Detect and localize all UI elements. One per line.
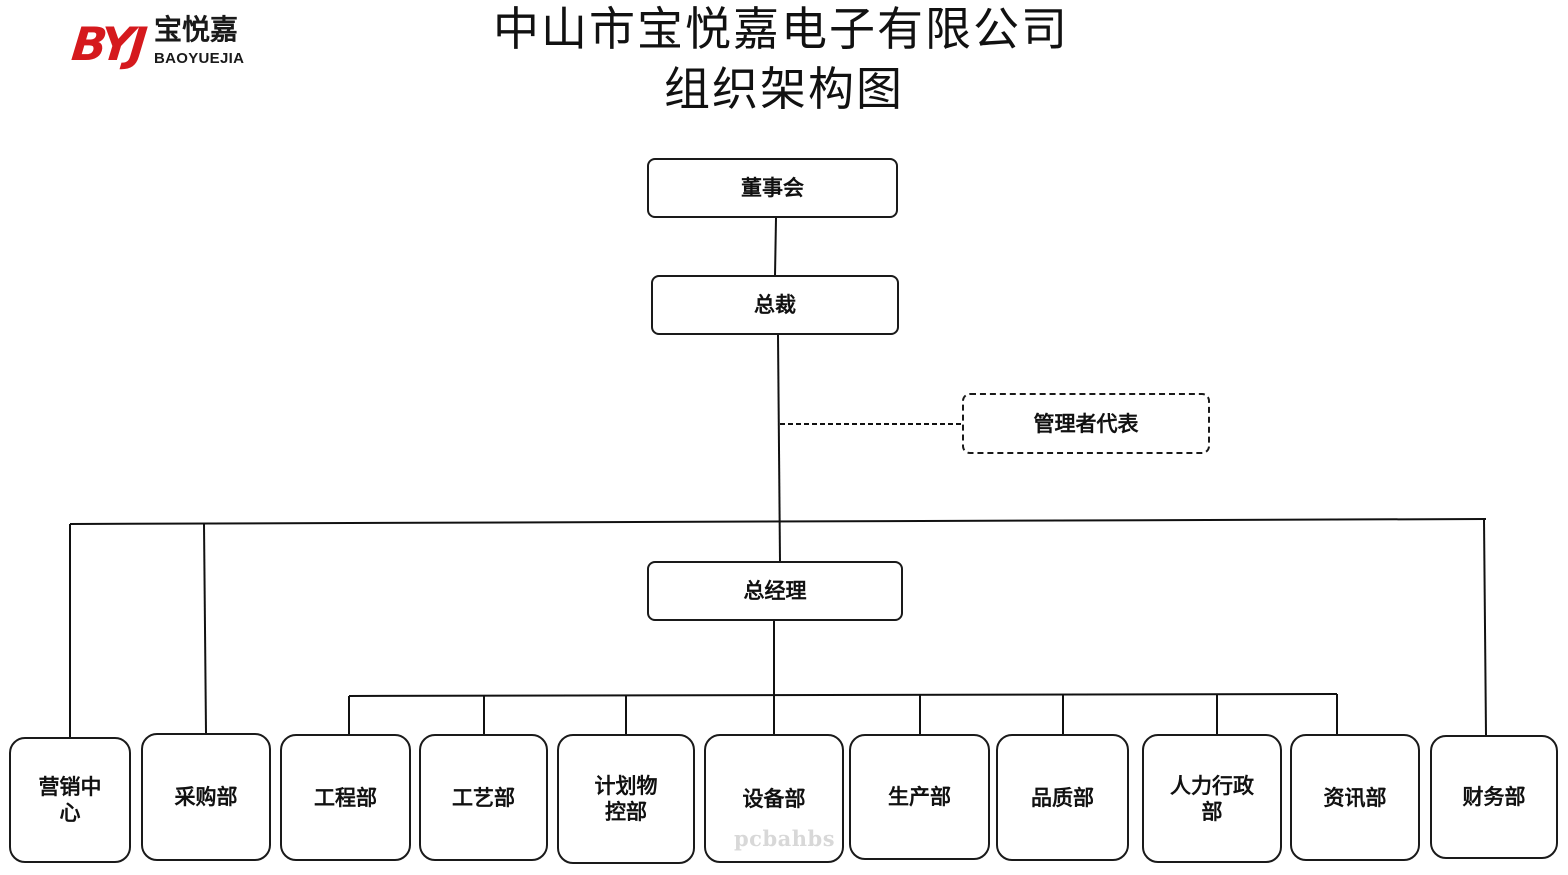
management-representative-label: 管理者代表 — [1033, 410, 1139, 436]
general-manager-label: 总经理 — [743, 578, 807, 603]
management-representative-box: 管理者代表 — [962, 393, 1210, 454]
dept-process-box: 工艺部 — [419, 734, 548, 861]
watermark-text: pcbahbs — [734, 826, 836, 851]
connector-president-trunk — [777, 334, 781, 563]
dept-quality-box: 品质部 — [996, 734, 1129, 861]
connector-top-bus — [69, 518, 1487, 525]
connector-drop-finance — [1483, 518, 1487, 736]
page-title-company: 中山市宝悦嘉电子有限公司 — [493, 2, 1069, 56]
logo-name-cn: 宝悦嘉 — [154, 13, 239, 46]
dept-it-label: 资讯部 — [1323, 784, 1387, 810]
dept-process-label: 工艺部 — [452, 784, 515, 810]
connector-drop-purchasing — [203, 523, 207, 734]
dept-hr-admin-label: 人力行政部 — [1170, 772, 1254, 824]
dept-equipment-box: 设备部 — [704, 734, 844, 863]
dept-finance-box: 财务部 — [1430, 735, 1558, 859]
dept-sales-center-box: 营销中心 — [9, 737, 131, 863]
dept-hr-admin-box: 人力行政部 — [1142, 734, 1282, 863]
dept-purchasing-box: 采购部 — [141, 733, 271, 861]
dept-equipment-label: 设备部 — [742, 785, 806, 811]
general-manager-box: 总经理 — [647, 561, 903, 621]
dept-purchasing-label: 采购部 — [174, 784, 238, 809]
board-of-directors-label: 董事会 — [741, 175, 804, 200]
president-box: 总裁 — [651, 275, 899, 335]
dept-it-box: 资讯部 — [1290, 734, 1420, 861]
board-of-directors-box: 董事会 — [647, 158, 898, 218]
dept-production-label: 生产部 — [888, 784, 951, 809]
dept-engineering-box: 工程部 — [280, 734, 411, 861]
connector-lower-bus — [348, 693, 1338, 697]
president-label: 总裁 — [754, 292, 796, 317]
dept-planning-material-control-box: 计划物控部 — [557, 734, 695, 864]
logo-name-en: BAOYUEJIA — [154, 50, 245, 67]
dept-sales-center-label: 营销中心 — [38, 774, 102, 825]
dept-production-box: 生产部 — [849, 734, 990, 860]
page-title-chart: 组织架构图 — [664, 62, 904, 116]
dept-planning-material-control-label: 计划物控部 — [594, 773, 658, 824]
dept-quality-label: 品质部 — [1031, 784, 1094, 810]
dept-engineering-label: 工程部 — [314, 784, 377, 810]
dept-finance-label: 财务部 — [1462, 784, 1526, 809]
company-logo: BYJ 宝悦嘉 BAOYUEJIA — [69, 12, 272, 74]
connector-board-president — [774, 217, 777, 277]
